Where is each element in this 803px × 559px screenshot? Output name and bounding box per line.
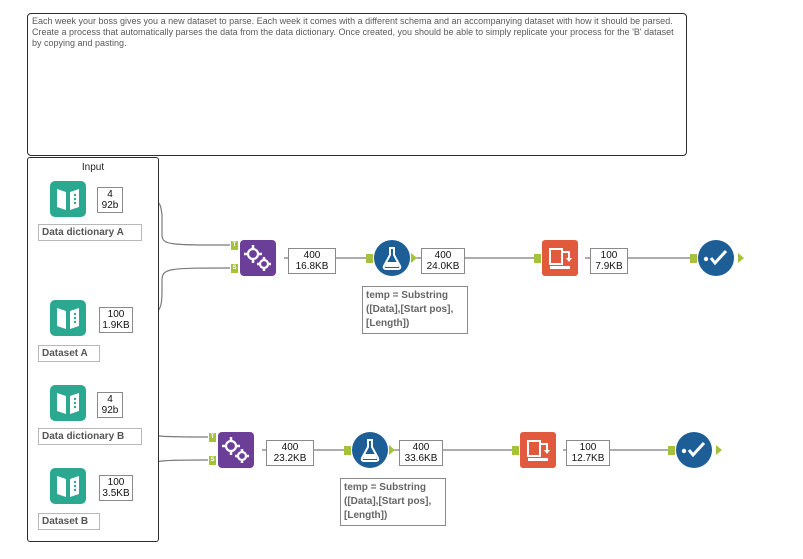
anchor-output[interactable] <box>738 253 744 263</box>
flask-icon[interactable] <box>352 432 388 468</box>
anchor-output[interactable] <box>716 445 722 455</box>
tool-label-data-dictionary-a: Data dictionary A <box>38 224 142 241</box>
workflow-comment[interactable]: Each week your boss gives you a new data… <box>27 13 687 156</box>
select-icon[interactable] <box>520 432 556 468</box>
tool-label-dataset-b: Dataset B <box>38 513 100 530</box>
anchor-input[interactable] <box>512 446 519 455</box>
book-input-icon[interactable] <box>50 300 86 336</box>
book-input-icon[interactable] <box>50 385 86 421</box>
anchor-s[interactable]: S <box>231 264 238 273</box>
anchor-output[interactable] <box>389 445 395 455</box>
anchor-t[interactable]: T <box>209 433 216 442</box>
anchor-input[interactable] <box>690 254 697 263</box>
container-title: Input <box>81 162 105 173</box>
anchor-input[interactable] <box>668 446 675 455</box>
flask-icon[interactable] <box>374 240 410 276</box>
select-icon[interactable] <box>542 240 578 276</box>
anchor-input[interactable] <box>366 254 373 263</box>
book-input-icon[interactable] <box>50 181 86 217</box>
anchor-input[interactable] <box>534 254 541 263</box>
tool-label-dataset-a: Dataset A <box>38 345 100 362</box>
checkmark-browse-icon[interactable] <box>698 240 734 276</box>
tool-label-data-dictionary-b: Data dictionary B <box>38 428 142 445</box>
formula-annotation: temp = Substring ([Data],[Start pos],[Le… <box>340 478 446 526</box>
anchor-t[interactable]: T <box>231 241 238 250</box>
anchor-output[interactable] <box>411 253 417 263</box>
formula-annotation: temp = Substring ([Data],[Start pos],[Le… <box>362 286 468 334</box>
anchor-input[interactable] <box>344 446 351 455</box>
gears-icon[interactable] <box>240 240 276 276</box>
gears-icon[interactable] <box>218 432 254 468</box>
anchor-s[interactable]: S <box>209 456 216 465</box>
book-input-icon[interactable] <box>50 468 86 504</box>
checkmark-browse-icon[interactable] <box>676 432 712 468</box>
